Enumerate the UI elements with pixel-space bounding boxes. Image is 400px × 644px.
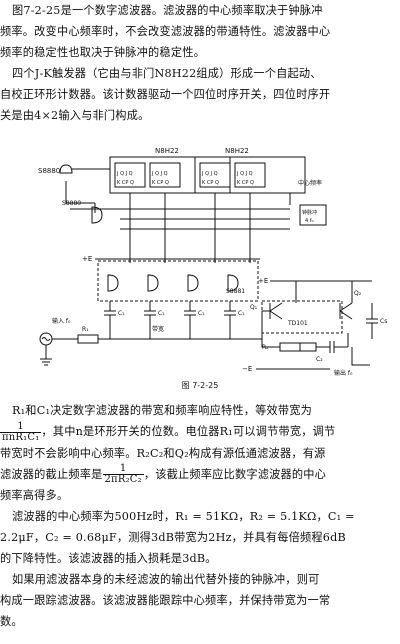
body-p5-line2: 构成一跟踪滤波器。该滤波器能跟踪中心频率，并保持带宽为一常 <box>0 594 331 607</box>
clock-box <box>299 204 327 226</box>
cs-label: Cs <box>380 318 387 325</box>
r1-label: R₁ <box>82 326 89 333</box>
intro-p1-line1: 图7-2-25是一个数字滤波器。滤波器的中心频率取决于钟脉冲 <box>12 4 323 17</box>
c1-cap-1 <box>104 301 116 339</box>
ff-1 <box>114 162 146 188</box>
counter-bus-horizontal <box>120 208 290 230</box>
ff-3-ck: K CP Q <box>202 180 219 186</box>
intro-text: 图7-2-25是一个数字滤波器。滤波器的中心频率取决于钟脉冲 频率。改变中心频率… <box>0 0 392 126</box>
switch-gates <box>107 274 239 292</box>
ff-1-label: J Q J Q <box>116 171 133 177</box>
body-p3-f: 频率高得多。 <box>0 489 69 502</box>
chip-n8h22-a: N8H22 <box>155 147 179 155</box>
c2-label: C₂ <box>316 356 323 363</box>
s8880-label-2: S8880 <box>62 200 81 207</box>
body-p3-b: ，其中n是环形开关的位数。电位器R₁可以调节带宽，调节 <box>41 425 336 438</box>
r2c2-wiring <box>261 333 349 348</box>
body-p4-line3: 的下降特性。该滤波器的插入损耗是3dB。 <box>0 552 217 565</box>
q2-label: Q₂ <box>354 290 362 297</box>
body-p3-c: 带宽时不会影响中心频率。R₂C₂和Q₂构成有源低通滤波器，有源 <box>0 446 326 460</box>
c2-capacitor <box>316 341 348 353</box>
s8880-gate <box>59 164 73 174</box>
c1-label-3: C₁ <box>198 310 205 317</box>
output-label: 输出 f₀ <box>334 369 353 377</box>
intro-p1-line3: 频率的稳定性也取决于钟脉冲的稳定性。 <box>0 46 205 59</box>
s8881-label: S8881 <box>226 288 245 295</box>
body-p5-line3: 数。 <box>0 615 23 628</box>
body-p4-line2: 2.2μF，C₂ = 0.68μF，测得3dB带宽为2Hz，并具有每倍频程6dB <box>0 531 346 544</box>
body-p3-d: 滤波器的截止频率是 <box>0 467 103 481</box>
c1-label-4: C₁ <box>238 310 245 317</box>
ff-2-ck: K CP Q <box>152 180 169 186</box>
ff-3-label: J Q J Q <box>201 171 218 177</box>
input-label: 输入 f₀ <box>52 317 71 325</box>
ff-4-label: J Q J Q <box>236 171 253 177</box>
clock-label: 钟脉冲 <box>302 209 317 216</box>
ff-4 <box>234 162 266 188</box>
and-gate-left <box>91 206 103 224</box>
c1-cap-4 <box>224 301 236 339</box>
figure-caption: 图 7-2-25 <box>181 381 219 390</box>
c1-label-1: C₁ <box>118 310 125 317</box>
ff-2 <box>149 162 181 188</box>
c1-cap-2 <box>144 301 156 339</box>
ff-2-label: J Q J Q <box>151 171 168 177</box>
intro-p2-line3: 关是由4×2输入与非门构成。 <box>0 109 150 122</box>
intro-p2-line2: 自校正环形计数器。该计数器驱动一个四位时序开关，四位时序开 <box>0 88 331 101</box>
ff-4-ck: K CP Q <box>237 180 254 186</box>
r2-resistor <box>279 342 301 352</box>
ff-3 <box>199 162 231 188</box>
center-freq-label: 中心频率 <box>298 179 322 187</box>
clock-wiring <box>289 192 305 205</box>
c1-label-2: C₁ <box>158 310 165 317</box>
cs-capacitor <box>366 303 378 339</box>
chip-n8h22-b: N8H22 <box>225 147 249 155</box>
q1-input-wire <box>230 310 270 340</box>
input-source-wave <box>41 337 51 341</box>
body-p5-line1: 如果用滤波器本身的未经滤波的输出代替外接的钟脉冲，则可 <box>12 573 320 586</box>
r1-resistor <box>77 334 99 344</box>
band-label: 带宽 <box>152 325 164 333</box>
counter-bus-vertical <box>129 193 251 263</box>
intro-p2-line1: 四个J-K触发器（它由与非门N8H22组成）形成一个自起动、 <box>12 67 322 80</box>
td101-box <box>261 300 343 334</box>
ground-symbol <box>40 345 52 366</box>
q1-label: Q₁ <box>250 304 258 311</box>
ff-1-ck: K CP Q <box>117 180 134 186</box>
clock-value: 4 f₀ <box>305 218 314 224</box>
intro-p1-line2: 频率。改变中心频率时，不会改变滤波器的带通特性。滤波器中心 <box>0 25 331 38</box>
plus-e-top: +E <box>82 255 92 263</box>
plus-e-mid-rail <box>270 280 372 303</box>
q2-transistor <box>339 302 353 320</box>
switch-gates-box <box>97 260 259 302</box>
left-wiring <box>65 168 120 213</box>
output-wire <box>351 347 370 366</box>
body-p3-e: ，该截止频率应比数字滤波器的中心 <box>143 467 327 481</box>
r2-resistor-b <box>299 342 317 352</box>
minus-e-label: −E <box>242 365 252 373</box>
body-p3-a: R₁和C₁决定数字滤波器的带宽和频率响应特性，等效带宽为 <box>12 404 313 417</box>
q1-transistor <box>269 302 283 320</box>
plus-e-mid: +E <box>258 277 268 285</box>
td101-label: TD101 <box>287 320 308 327</box>
s8880-label: S8880 <box>38 167 60 175</box>
body-p4-line1: 滤波器的中心频率为500Hz时，R₁ = 51KΩ，R₂ = 5.1KΩ，C₁ … <box>12 510 355 523</box>
c1-cap-3 <box>184 301 196 339</box>
circuit-diagram: N8H22 N8H22 J Q J Q J Q J Q J Q J Q J Q … <box>38 147 387 377</box>
